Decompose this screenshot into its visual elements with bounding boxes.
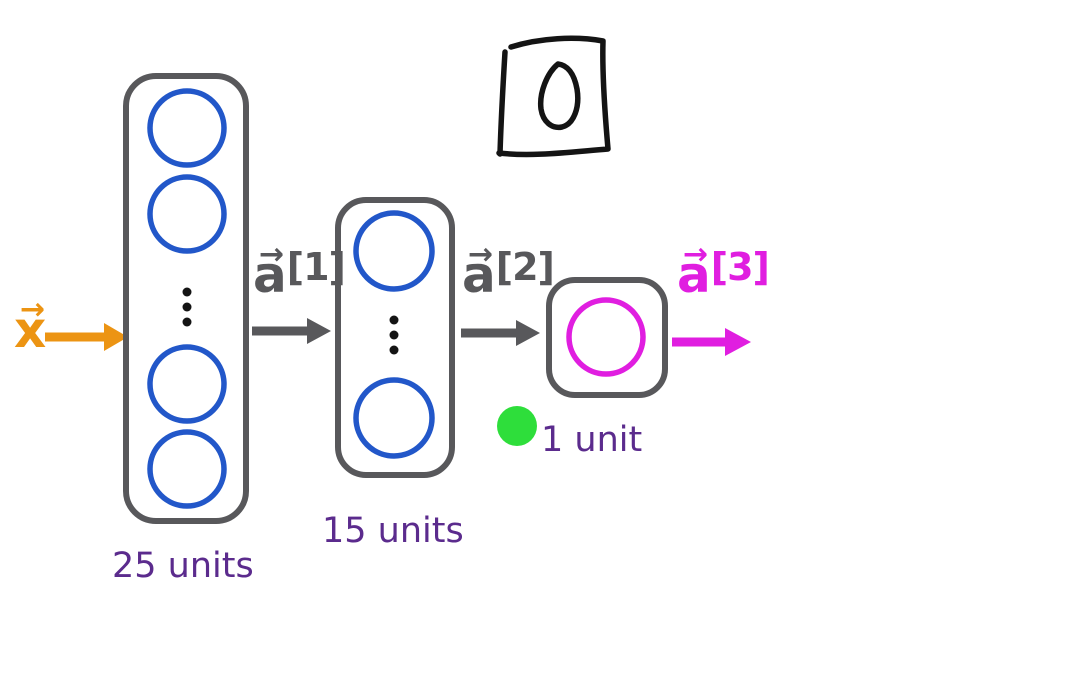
vector-arrow-icon: → — [20, 292, 46, 327]
layer-1-box — [123, 73, 249, 524]
vector-arrow-icon: → — [468, 237, 494, 272]
activation-1-label: → a [1] — [253, 240, 346, 301]
layer-2-neuron — [353, 210, 435, 292]
activation-superscript: [1] — [286, 245, 346, 289]
layer-2-neuron — [353, 377, 435, 459]
layer-2-box — [335, 197, 455, 478]
activation-superscript: [2] — [495, 245, 555, 289]
layer-1-neuron — [147, 88, 227, 168]
input-symbol: x — [14, 301, 47, 359]
activation-3-label: → a [3] — [677, 240, 770, 301]
digit-sketch-zero — [537, 61, 581, 131]
input-arrow-head — [104, 323, 128, 351]
ellipsis-dot — [182, 302, 192, 312]
vector-a1: → a — [253, 240, 287, 301]
activation-1-arrow-head — [307, 318, 331, 344]
activation-letter: a — [253, 246, 287, 304]
layer-3-units-label: 1 unit — [541, 420, 643, 460]
digit-sketch-box — [496, 35, 611, 158]
layer-1-ellipsis-dots — [182, 287, 192, 327]
layer-1-neuron — [147, 429, 227, 509]
ellipsis-dot — [182, 287, 192, 297]
layer-2-ellipsis-dots — [389, 315, 399, 355]
layer-1-neuron — [147, 344, 227, 424]
activation-2-label: → a [2] — [462, 240, 555, 301]
layer-3-neuron — [566, 297, 646, 377]
activation-superscript: [3] — [710, 245, 770, 289]
layer-3 — [546, 277, 668, 398]
ellipsis-dot — [389, 315, 399, 325]
layer-1 — [123, 73, 249, 524]
activation-letter: a — [462, 246, 496, 304]
layer-1-neuron — [147, 174, 227, 254]
vector-a2: → a — [462, 240, 496, 301]
layer-1-units-label: 25 units — [112, 546, 254, 586]
output-arrow-head — [725, 328, 751, 356]
layer-2 — [335, 197, 455, 478]
input-arrow — [45, 323, 128, 351]
vector-x: → x — [14, 295, 46, 356]
layer-2-units-label: 15 units — [322, 511, 464, 551]
layer-3-box — [546, 277, 668, 398]
vector-arrow-icon: → — [259, 237, 285, 272]
digit-sketch — [496, 35, 611, 158]
activation-2-arrow — [461, 320, 540, 346]
ellipsis-dot — [182, 317, 192, 327]
activation-letter: a — [677, 246, 711, 304]
vector-arrow-icon: → — [683, 237, 709, 272]
output-arrow — [672, 328, 751, 356]
activation-1-arrow — [252, 318, 331, 344]
activation-2-arrow-head — [516, 320, 540, 346]
vector-a3: → a — [677, 240, 711, 301]
unit-count-dot — [497, 406, 537, 446]
ellipsis-dot — [389, 345, 399, 355]
ellipsis-dot — [389, 330, 399, 340]
input-vector-label: → x — [14, 295, 46, 356]
digit-sketch-box-left-edge — [497, 49, 508, 157]
